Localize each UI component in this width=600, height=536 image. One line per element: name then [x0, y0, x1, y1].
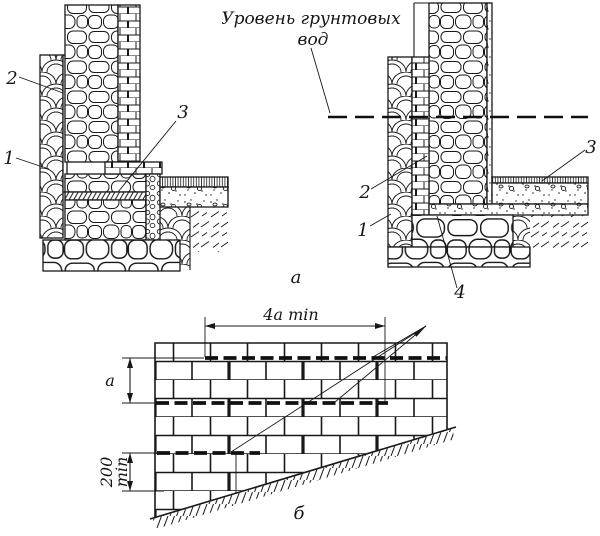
- callout-2-leader: [18, 76, 64, 94]
- min-depth-unit-text: min: [112, 457, 131, 488]
- callout-4-label: 4: [453, 282, 465, 303]
- callout-1-label: 1: [357, 220, 368, 241]
- callout-2-label: 2: [5, 68, 17, 89]
- gravel-backfill-column: [145, 173, 161, 241]
- leader-arrowhead: [413, 326, 426, 337]
- dimension-a: а: [105, 357, 204, 404]
- rubble-wall-upper: [64, 4, 119, 163]
- clay-lock-layer: [387, 56, 413, 248]
- clay-lock-layer: [39, 54, 64, 239]
- caption-bottom: б: [294, 503, 306, 524]
- dimension-200-min: 200 min: [97, 452, 237, 494]
- callout-1-leader: [369, 213, 392, 227]
- overlap-dimension-text: 4a min: [262, 305, 318, 324]
- arrowhead-bottom: [127, 481, 133, 491]
- masonry-elevation-detail: 4a min а 200 min б: [97, 305, 457, 529]
- floor-finish-layer: [491, 176, 589, 184]
- callout-3-leader: [117, 120, 177, 193]
- callout-2-leader: [370, 155, 428, 190]
- groundwater-label-line1: Уровень грунтовых: [221, 9, 401, 29]
- rubble-wall-lower: [64, 199, 147, 241]
- rubble-wall: [428, 2, 488, 205]
- floor-finish-layer: [159, 176, 229, 188]
- ground-slope-line: [149, 426, 457, 520]
- arrowhead-top: [127, 358, 133, 368]
- course-offset-dimension-text: а: [105, 371, 115, 390]
- brick-wall-elevation: [155, 343, 447, 517]
- foundation-footing-lower: [387, 246, 531, 268]
- backfill-clay-soil: [513, 215, 530, 247]
- protective-brick-wall: [411, 56, 430, 216]
- subsoil-hatching: [190, 207, 228, 252]
- foundation-footing: [42, 239, 181, 272]
- leader-to-course-1: [372, 325, 427, 358]
- min-depth-value-text: 200: [97, 457, 116, 489]
- inner-face-plaster-layer: [486, 2, 493, 205]
- callout-4-leader: [436, 215, 458, 289]
- groundwater-label-line2: вод: [298, 30, 329, 50]
- leader-to-course-2: [334, 325, 427, 403]
- arrowhead-bottom: [127, 393, 133, 403]
- right-foundation-detail: Уровень грунтовых вод 2 1 3 4: [221, 2, 597, 303]
- arrowhead-top: [127, 453, 133, 463]
- callout-3-label: 3: [177, 102, 188, 123]
- brick-facing-strip: [117, 4, 141, 163]
- wall-outline: [154, 342, 448, 517]
- slope-hatching: [153, 429, 455, 529]
- concrete-underlayment: [159, 186, 229, 208]
- concrete-underlayment: [491, 182, 589, 205]
- callout-3-label: 3: [585, 137, 596, 158]
- caption-top: а: [291, 267, 302, 288]
- callout-1-leader: [15, 157, 50, 170]
- horizontal-waterproofing: [428, 203, 589, 216]
- leader-to-course-3: [230, 325, 427, 453]
- left-foundation-detail: 2 1 3: [3, 4, 229, 272]
- horizontal-waterproofing: [64, 191, 147, 201]
- foundation-footing-upper: [411, 214, 514, 248]
- callout-2-label: 2: [358, 182, 370, 203]
- rubble-wall-middle: [64, 173, 147, 193]
- dimension-4a-min: 4a min: [204, 305, 386, 402]
- leader-fan: [230, 325, 427, 453]
- subsoil-hatching: [530, 215, 588, 249]
- masonry-ledge: [104, 161, 163, 175]
- groundwater-label-leader: [310, 47, 331, 114]
- callout-1-label: 1: [3, 148, 14, 169]
- arrowhead-right: [375, 323, 385, 329]
- arrowhead-left: [205, 323, 215, 329]
- callout-3-leader: [541, 149, 586, 182]
